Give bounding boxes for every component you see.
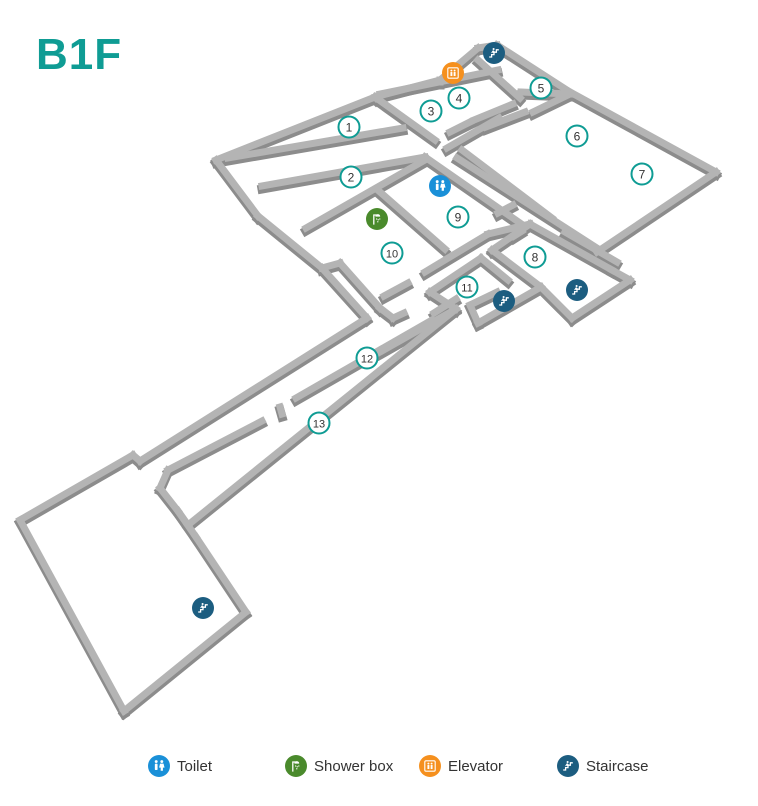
- legend-item-staircase: Staircase: [557, 754, 649, 778]
- staircase-icon: [483, 42, 505, 64]
- room-marker[interactable]: 8: [523, 245, 547, 269]
- staircase-icon: [493, 290, 515, 312]
- room-marker[interactable]: 6: [565, 124, 589, 148]
- room-marker[interactable]: 3: [419, 99, 443, 123]
- room-marker[interactable]: 13: [307, 411, 331, 435]
- elevator-icon: [442, 62, 464, 84]
- elevator-icon: [419, 755, 441, 777]
- floor-title: B1F: [36, 30, 123, 79]
- room-marker[interactable]: 7: [630, 162, 654, 186]
- legend-label: Elevator: [448, 757, 504, 775]
- svg-text:5: 5: [538, 82, 545, 96]
- toilet-icon: [148, 755, 170, 777]
- room-marker[interactable]: 11: [455, 275, 479, 299]
- svg-text:9: 9: [455, 211, 462, 225]
- amenities: [192, 42, 588, 619]
- staircase-icon: [557, 755, 579, 777]
- svg-text:1: 1: [346, 121, 353, 135]
- shower-icon: [285, 755, 307, 777]
- walls: [13, 40, 723, 721]
- room-marker[interactable]: 5: [529, 76, 553, 100]
- room-marker[interactable]: 9: [446, 205, 470, 229]
- staircase-icon: [192, 597, 214, 619]
- legend-label: Toilet: [177, 757, 213, 775]
- room-marker[interactable]: 1: [337, 115, 361, 139]
- svg-text:2: 2: [348, 171, 355, 185]
- svg-text:10: 10: [386, 249, 398, 261]
- svg-text:8: 8: [532, 251, 539, 265]
- legend-label: Staircase: [586, 757, 649, 775]
- svg-text:7: 7: [639, 168, 646, 182]
- svg-text:4: 4: [456, 92, 463, 106]
- room-marker[interactable]: 10: [380, 241, 404, 265]
- room-marker[interactable]: 2: [339, 165, 363, 189]
- room-marker[interactable]: 12: [355, 346, 379, 370]
- shower-icon: [366, 208, 388, 230]
- room-marker[interactable]: 4: [447, 86, 471, 110]
- svg-text:3: 3: [428, 105, 435, 119]
- svg-text:12: 12: [361, 354, 373, 366]
- legend-item-toilet: Toilet: [148, 754, 212, 778]
- legend-item-elevator: Elevator: [419, 754, 503, 778]
- room-markers: 1 2 3 4 5 6 7 8: [307, 76, 654, 435]
- svg-text:11: 11: [461, 283, 472, 295]
- legend-item-shower-box: Shower box: [285, 754, 393, 778]
- svg-text:13: 13: [313, 419, 325, 431]
- svg-text:6: 6: [574, 130, 581, 144]
- staircase-icon: [566, 279, 588, 301]
- toilet-icon: [429, 175, 451, 197]
- legend-label: Shower box: [314, 757, 394, 775]
